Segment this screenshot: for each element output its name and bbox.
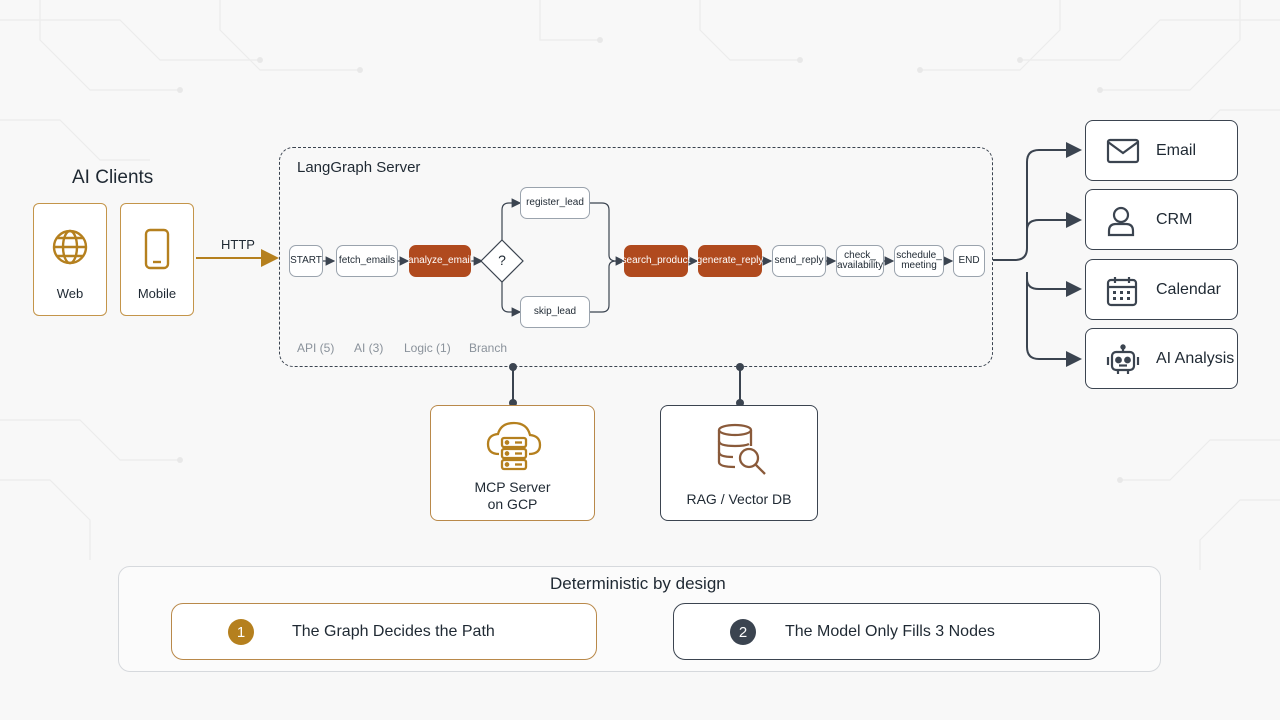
node-generate-reply[interactable]: generate_reply	[697, 245, 763, 277]
service-calendar-card[interactable]: Calendar	[1085, 259, 1238, 320]
decision-label: ?	[498, 252, 506, 268]
service-crm-label: CRM	[1156, 211, 1193, 228]
legend-api: API (5)	[297, 341, 335, 355]
mail-icon	[1106, 136, 1140, 171]
robot-icon	[1106, 344, 1140, 381]
service-email-card[interactable]: Email	[1085, 120, 1238, 181]
langgraph-server-box	[279, 147, 993, 367]
service-ai-analysis-label: AI Analysis	[1156, 350, 1235, 367]
node-schedule-meeting[interactable]: schedule_ meeting	[894, 245, 944, 277]
principle-1-number: 1	[228, 619, 254, 645]
node-end[interactable]: END	[953, 245, 985, 277]
service-calendar-label: Calendar	[1156, 281, 1221, 298]
node-search-product[interactable]: search_product	[622, 245, 690, 277]
client-mobile-card[interactable]: Mobile	[120, 203, 194, 316]
user-icon	[1106, 205, 1136, 242]
service-ai-analysis-card[interactable]: AI Analysis	[1085, 328, 1238, 389]
client-web-card[interactable]: Web	[33, 203, 107, 316]
mcp-server-label: MCP Server on GCP	[474, 479, 551, 512]
principle-1-text: The Graph Decides the Path	[292, 623, 495, 640]
node-fetch-emails[interactable]: fetch_emails	[336, 245, 398, 277]
rag-vector-db-label: RAG / Vector DB	[686, 491, 792, 507]
server-title: LangGraph Server	[297, 159, 421, 176]
node-start[interactable]: START	[289, 245, 323, 277]
principle-2-text: The Model Only Fills 3 Nodes	[785, 623, 995, 640]
service-crm-card[interactable]: CRM	[1085, 189, 1238, 250]
node-send-reply[interactable]: send_reply	[772, 245, 826, 277]
node-register-lead[interactable]: register_lead	[520, 187, 590, 219]
legend-ai: AI (3)	[354, 341, 384, 355]
client-web-label: Web	[56, 286, 84, 301]
rag-vector-db-card[interactable]: RAG / Vector DB	[660, 405, 818, 521]
client-mobile-label: Mobile	[137, 286, 177, 301]
cloud-server-icon	[485, 420, 543, 481]
legend-branch: Branch	[469, 341, 508, 355]
node-analyze-email[interactable]: analyze_email	[408, 245, 472, 277]
principle-2-number: 2	[730, 619, 756, 645]
mcp-server-card[interactable]: MCP Server on GCP	[430, 405, 595, 521]
clients-title: AI Clients	[72, 167, 154, 188]
deterministic-title: Deterministic by design	[550, 574, 726, 593]
http-label: HTTP	[221, 237, 255, 252]
smartphone-icon	[143, 228, 171, 275]
calendar-icon	[1106, 275, 1138, 312]
database-search-icon	[715, 422, 771, 483]
principle-1-card: 1 The Graph Decides the Path	[171, 603, 597, 660]
node-skip-lead[interactable]: skip_lead	[520, 296, 590, 328]
service-email-label: Email	[1156, 142, 1197, 159]
legend-logic: Logic (1)	[404, 341, 451, 355]
principle-2-card: 2 The Model Only Fills 3 Nodes	[673, 603, 1100, 660]
node-check-availability[interactable]: check_ availability	[836, 245, 884, 277]
globe-icon	[51, 228, 89, 271]
decision-diamond	[480, 239, 524, 283]
